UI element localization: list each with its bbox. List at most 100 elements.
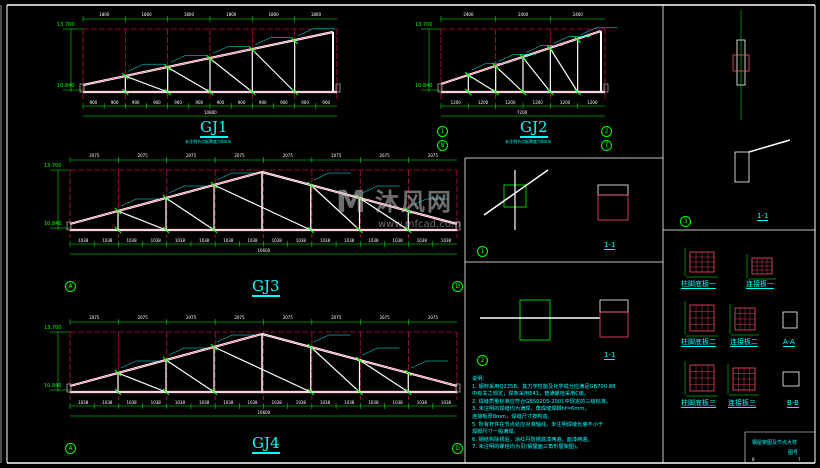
top-dimension: 1800 <box>226 12 237 17</box>
top-dimension: 2075 <box>185 153 197 158</box>
truss-note: 未注明节点板厚度为8mm <box>505 139 552 144</box>
top-dimension: 1800 <box>141 12 152 17</box>
support-column <box>437 83 443 93</box>
bottom-dimension: 1038 <box>392 238 403 243</box>
node-plate <box>356 356 363 364</box>
top-dimension: 2075 <box>89 315 100 320</box>
top-dimension: 2075 <box>234 153 245 158</box>
leader-line <box>297 28 313 37</box>
bottom-dimension: 1038 <box>223 400 234 405</box>
bottom-dimension: 1038 <box>126 238 137 243</box>
bottom-dimension: 1200 <box>532 100 543 105</box>
node-plate <box>464 71 472 79</box>
bottom-dimension: 1038 <box>319 238 331 243</box>
node-plate <box>162 356 170 364</box>
support-column <box>455 221 461 231</box>
bottom-dimension: 900 <box>301 100 309 105</box>
leader-line <box>411 360 427 369</box>
node-plate <box>404 369 412 377</box>
diagonal-web <box>468 74 496 93</box>
diagonal-web <box>117 210 167 231</box>
top-dimension: 1800 <box>310 12 322 17</box>
leader-line <box>580 27 596 36</box>
section-label: A-A <box>783 338 795 347</box>
bottom-dimension: 1038 <box>440 400 452 405</box>
leader-line <box>411 198 427 207</box>
diagonal-web <box>125 75 168 93</box>
bottom-dimension: 1038 <box>78 238 89 243</box>
node-plate <box>114 388 122 396</box>
node-plate <box>356 388 363 396</box>
diagonal-web <box>209 58 253 93</box>
diagonal-web <box>165 197 215 231</box>
support-column <box>455 383 461 393</box>
rafter-section <box>748 139 791 153</box>
elevation-bottom: 10.840 <box>44 221 62 227</box>
leader-line <box>553 36 569 44</box>
bottom-dimension: 1200 <box>560 100 571 105</box>
bottom-dimension: 1038 <box>126 400 137 405</box>
bottom-dimension: 1038 <box>368 400 379 405</box>
bottom-dimension: 1038 <box>102 400 113 405</box>
node-plate <box>574 36 582 44</box>
leader-line <box>525 45 542 53</box>
truss-title-gj4: GJ4 <box>252 434 280 454</box>
bottom-dimension: 1038 <box>416 400 427 405</box>
plate-label: 柱脚底板二 <box>681 338 716 347</box>
diagonal-web <box>117 372 167 393</box>
bottom-dimension: 1038 <box>247 400 258 405</box>
node-plate <box>464 88 472 96</box>
node-plate <box>307 226 315 234</box>
node-plate <box>546 45 554 53</box>
axis-marker: 7 <box>601 140 612 151</box>
node-plate <box>114 369 122 377</box>
node-plate <box>519 88 527 96</box>
bottom-dimension: 1038 <box>368 238 379 243</box>
bottom-dimension: 1038 <box>440 238 452 243</box>
diagonal-web <box>165 359 215 393</box>
bottom-dimension: 1038 <box>199 400 210 405</box>
diagonal-web <box>359 359 409 393</box>
bottom-dimension: 900 <box>280 100 288 105</box>
node-plate <box>307 181 315 189</box>
plate-label: 柱脚底板一 <box>681 280 716 289</box>
support-detail <box>597 184 629 196</box>
axis-marker: A <box>65 281 76 292</box>
node-plate <box>164 63 172 71</box>
bottom-dimension: 1200 <box>450 100 461 105</box>
bottom-dimension: 1038 <box>150 400 161 405</box>
bottom-dimension: 900 <box>258 100 267 105</box>
leader-line <box>128 63 144 72</box>
node-marker: 2 <box>477 355 488 366</box>
node-plate <box>492 62 500 70</box>
bottom-dimension: 900 <box>216 100 225 105</box>
axis-marker: 1 <box>437 126 448 137</box>
top-dimension: 2075 <box>89 153 100 158</box>
elevation-bottom: 10.840 <box>57 83 75 89</box>
section-b-detail <box>782 371 800 387</box>
bottom-dimension: 900 <box>89 100 98 105</box>
top-dimension: 1800 <box>268 12 279 17</box>
bottom-dimension: 1038 <box>150 238 161 243</box>
node-plate <box>307 343 315 351</box>
bottom-dimension: 900 <box>174 100 182 105</box>
node-plate <box>121 72 129 80</box>
bottom-dimension: 900 <box>110 100 119 105</box>
node-plate <box>162 194 170 202</box>
leader-line <box>120 360 137 369</box>
leader-line <box>120 198 137 207</box>
diagonal-web <box>495 65 524 93</box>
bottom-dimension: 1038 <box>271 238 282 243</box>
top-chord <box>82 31 334 86</box>
plate-label: 连接板二 <box>730 338 758 347</box>
diagonal-web <box>213 346 312 393</box>
bottom-dimension: 1200 <box>505 100 516 105</box>
diagonal-web <box>359 197 409 231</box>
axis-marker: A <box>65 443 76 454</box>
leader-line <box>255 37 271 45</box>
leader-line <box>212 46 229 54</box>
bottom-dimension: 900 <box>153 100 161 105</box>
bottom-dimension: 1038 <box>247 238 258 243</box>
watermark-brand: 沐风网 <box>375 188 453 216</box>
plate-label: 连接板一 <box>746 280 774 289</box>
